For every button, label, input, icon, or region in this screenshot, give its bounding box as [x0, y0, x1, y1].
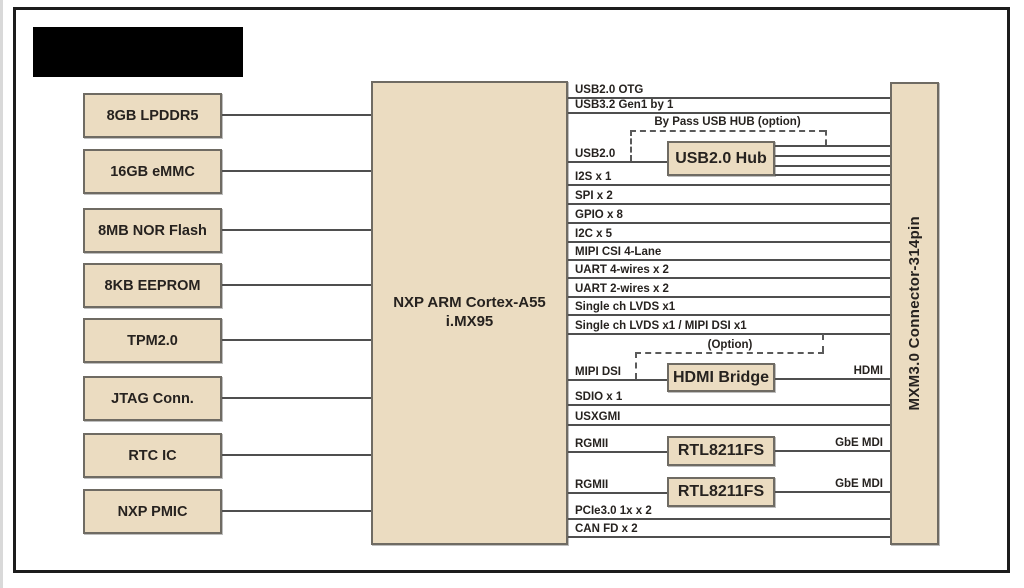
usb-hub-output-line [775, 155, 890, 157]
rgmii-input-line: RGMII [568, 477, 667, 494]
usb-hub-output-line [775, 145, 890, 147]
module-box: JTAG Conn. [83, 376, 222, 421]
hdmi-bridge-box: HDMI Bridge [667, 363, 775, 392]
bus-row: Single ch LVDS x1 / MIPI DSI x1 [568, 318, 890, 335]
hdmi-output-line [775, 378, 890, 380]
rgmii-input-line: RGMII [568, 436, 667, 453]
module-box: 16GB eMMC [83, 149, 222, 194]
bus-row: CAN FD x 2 [568, 521, 890, 538]
bus-label: CAN FD x 2 [575, 523, 638, 535]
connector-box: MXM3.0 Connector-314pin [890, 82, 939, 545]
module-connection-line [222, 510, 371, 512]
usb-hub-output-line [775, 165, 890, 167]
module-box: RTC IC [83, 433, 222, 478]
bypass-dashed-line [630, 130, 825, 132]
option-dashed-line [635, 352, 824, 354]
module-connection-line [222, 454, 371, 456]
module-connection-line [222, 397, 371, 399]
option-dashed-line [635, 352, 637, 379]
module-connection-line [222, 170, 371, 172]
bus-label: I2C x 5 [575, 228, 613, 240]
module-label: 8KB EEPROM [104, 277, 201, 294]
bus-label: MIPI CSI 4-Lane [575, 246, 662, 258]
logo-redacted [33, 27, 243, 77]
bus-label: USXGMI [575, 411, 621, 423]
bus-label: MIPI DSI [575, 366, 622, 378]
bus-label: SDIO x 1 [575, 391, 623, 403]
bus-row: SDIO x 1 [568, 389, 890, 406]
module-label: NXP PMIC [117, 503, 188, 520]
cpu-title: NXP ARM Cortex-A55 [393, 294, 546, 312]
gbe-output-line [775, 450, 890, 452]
cpu-subtitle: i.MX95 [445, 313, 494, 330]
bypass-dashed-line [630, 130, 632, 161]
connector-label: MXM3.0 Connector-314pin [906, 216, 923, 411]
page-edge [0, 0, 3, 588]
option-label: (Option) [707, 339, 753, 351]
bus-row: USB3.2 Gen1 by 1 [568, 97, 890, 114]
bus-label: I2S x 1 [575, 171, 612, 183]
bus-label: USB2.0 OTG [575, 84, 644, 96]
module-box: 8KB EEPROM [83, 263, 222, 308]
module-label: 8GB LPDDR5 [106, 107, 199, 124]
bus-row: SPI x 2 [568, 188, 890, 205]
usb-hub-label: USB2.0 Hub [675, 149, 767, 167]
gbe-mdi-label: GbE MDI [835, 437, 883, 449]
bus-label: GPIO x 8 [575, 209, 623, 221]
bus-row: USXGMI [568, 409, 890, 426]
bus-row: USB2.0 OTG [568, 82, 890, 99]
bus-label: Single ch LVDS x1 [575, 301, 676, 313]
cpu-box: NXP ARM Cortex-A55 i.MX95 [371, 81, 568, 545]
hdmi-output-label: HDMI [853, 365, 883, 377]
bus-label: SPI x 2 [575, 190, 613, 202]
bus-label: PCIe3.0 1x x 2 [575, 505, 652, 517]
bypass-label: By Pass USB HUB (option) [654, 116, 801, 128]
option-dashed-line [822, 334, 824, 352]
bus-label: UART 2-wires x 2 [575, 283, 669, 295]
module-connection-line [222, 229, 371, 231]
phy-box: RTL8211FS [667, 477, 775, 507]
bus-row: PCIe3.0 1x x 2 [568, 503, 890, 520]
bus-label: USB3.2 Gen1 by 1 [575, 99, 674, 111]
module-label: 8MB NOR Flash [98, 222, 207, 239]
usb-hub-box: USB2.0 Hub [667, 141, 775, 176]
mipi-dsi-input-line: MIPI DSI [568, 364, 667, 381]
bypass-dashed-line [825, 130, 827, 145]
module-box: 8GB LPDDR5 [83, 93, 222, 138]
bus-row: I2S x 1 [568, 169, 890, 186]
module-connection-line [222, 114, 371, 116]
gbe-mdi-label: GbE MDI [835, 478, 883, 490]
module-box: TPM2.0 [83, 318, 222, 363]
usb-hub-output-line [775, 174, 890, 176]
module-label: 16GB eMMC [110, 163, 195, 180]
bus-row: GPIO x 8 [568, 207, 890, 224]
module-label: RTC IC [128, 447, 177, 464]
module-connection-line [222, 284, 371, 286]
module-label: TPM2.0 [127, 332, 178, 349]
bus-label: RGMII [575, 438, 609, 450]
bus-label: RGMII [575, 479, 609, 491]
module-label: JTAG Conn. [111, 390, 194, 407]
module-box: 8MB NOR Flash [83, 208, 222, 253]
gbe-output-line [775, 491, 890, 493]
bus-row: UART 2-wires x 2 [568, 281, 890, 298]
bus-row: MIPI CSI 4-Lane [568, 244, 890, 261]
bus-label: USB2.0 [575, 148, 616, 160]
phy-label: RTL8211FS [677, 442, 765, 459]
module-box: NXP PMIC [83, 489, 222, 534]
bus-row: Single ch LVDS x1 [568, 299, 890, 316]
module-connection-line [222, 339, 371, 341]
bus-label: Single ch LVDS x1 / MIPI DSI x1 [575, 320, 747, 332]
usb2-input-line: USB2.0 [568, 146, 667, 163]
phy-box: RTL8211FS [667, 436, 775, 466]
bus-label: UART 4-wires x 2 [575, 264, 669, 276]
bus-row: I2C x 5 [568, 226, 890, 243]
hdmi-bridge-label: HDMI Bridge [673, 368, 769, 386]
phy-label: RTL8211FS [677, 483, 765, 500]
bus-row: UART 4-wires x 2 [568, 262, 890, 279]
